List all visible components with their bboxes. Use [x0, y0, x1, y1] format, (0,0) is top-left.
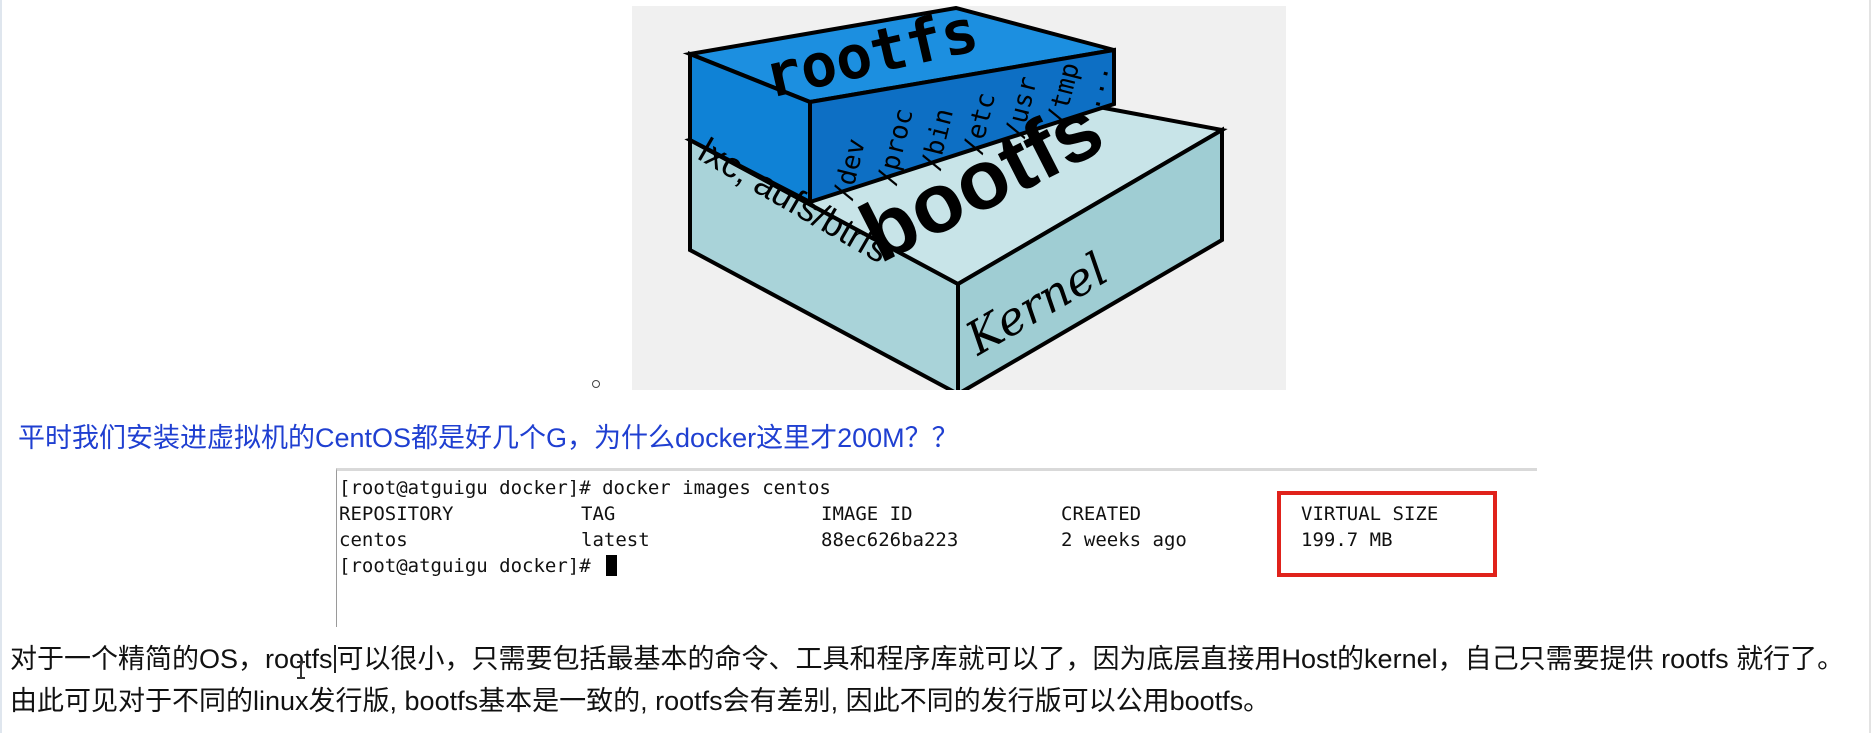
cell-image-id: 88ec626ba223 — [821, 529, 959, 551]
mouse-ibeam-cursor — [297, 661, 308, 679]
header-repository: REPOSITORY — [339, 503, 454, 525]
cell-repository: centos — [339, 529, 408, 551]
cell-tag: latest — [581, 529, 650, 551]
terminal-prompt-line: [root@atguigu docker]# — [339, 555, 618, 577]
text-caret — [333, 645, 336, 673]
question-text: 平时我们安装进虚拟机的CentOS都是好几个G，为什么docker这里才200M… — [18, 423, 959, 453]
list-bullet — [592, 380, 600, 388]
left-margin-rule — [0, 0, 2, 733]
rootfs-front-face — [808, 47, 1116, 205]
terminal-output: [root@atguigu docker]# docker images cen… — [336, 468, 1537, 627]
terminal-cursor — [606, 555, 618, 576]
paragraph-part-2: 可以很小，只需要包括最基本的命令、工具和程序库就可以了，因为底层直接用Host的… — [10, 644, 1845, 716]
terminal-command-line: [root@atguigu docker]# docker images cen… — [339, 477, 831, 499]
cell-virtual-size: 199.7 MB — [1301, 529, 1393, 551]
header-created: CREATED — [1061, 503, 1142, 525]
virtual-size-highlight-box — [1277, 491, 1497, 577]
rootfs-bootfs-diagram: rootfs /dev /proc /bin /etc /usr /tmp ..… — [632, 6, 1286, 390]
header-virtual-size: VIRTUAL SIZE — [1301, 503, 1439, 525]
paragraph-part-1: 对于一个精简的OS，rootfs — [10, 644, 333, 674]
bootfs-front-face — [956, 126, 1224, 390]
terminal-prompt: [root@atguigu docker]# — [339, 555, 603, 577]
header-image-id: IMAGE ID — [821, 503, 913, 525]
cell-created: 2 weeks ago — [1061, 529, 1187, 551]
header-tag: TAG — [581, 503, 616, 525]
right-margin-rule — [1869, 0, 1871, 733]
